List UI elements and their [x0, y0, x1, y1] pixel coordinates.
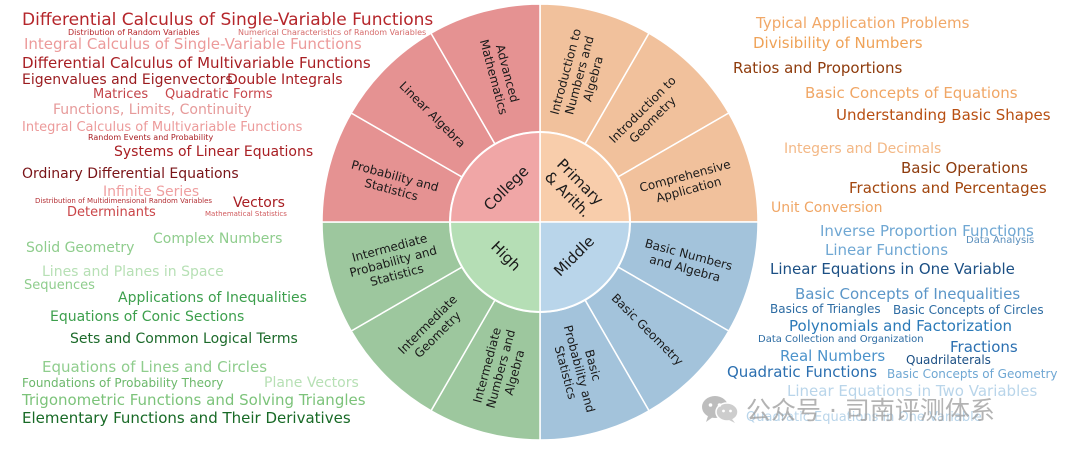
- word-middle-4: Basic Concepts of Inequalities: [795, 285, 1021, 303]
- word-middle-5: Basics of Triangles: [770, 302, 881, 316]
- word-high-1: Complex Numbers: [153, 231, 283, 247]
- word-high-0: Solid Geometry: [26, 240, 135, 256]
- word-college-13: Ordinary Differential Equations: [22, 166, 239, 182]
- word-college-7: Matrices: [93, 87, 149, 102]
- word-college-14: Infinite Series: [103, 184, 200, 200]
- word-college-12: Systems of Linear Equations: [114, 144, 314, 160]
- word-high-8: Foundations of Probability Theory: [22, 376, 224, 390]
- word-middle-14: Linear Equations in Two Variables: [787, 382, 1038, 400]
- word-college-4: Differential Calculus of Multivariable F…: [22, 54, 371, 72]
- word-high-4: Applications of Inequalities: [118, 290, 307, 306]
- word-high-11: Elementary Functions and Their Derivativ…: [22, 409, 351, 427]
- word-primary-5: Integers and Decimals: [784, 141, 942, 157]
- word-primary-6: Basic Operations: [901, 159, 1028, 177]
- word-primary-7: Fractions and Percentages: [849, 179, 1047, 197]
- word-college-9: Functions, Limits, Continuity: [53, 102, 252, 118]
- word-college-0: Differential Calculus of Single-Variable…: [22, 10, 434, 30]
- word-college-10: Integral Calculus of Multivariable Funct…: [22, 120, 303, 135]
- word-high-9: Plane Vectors: [264, 375, 359, 391]
- word-high-7: Equations of Lines and Circles: [42, 358, 268, 376]
- word-college-17: Determinants: [67, 205, 156, 220]
- word-college-2: Numerical Characteristics of Random Vari…: [238, 28, 427, 37]
- word-primary-1: Divisibility of Numbers: [753, 34, 923, 52]
- quadrant-high: IntermediateNumbers andAlgebraIntermedia…: [321, 221, 541, 441]
- word-college-15: Distribution of Multidimensional Random …: [35, 197, 213, 205]
- word-middle-15: Quadratic Equations in One Variable: [746, 410, 982, 425]
- word-middle-2: Data Analysis: [966, 235, 1035, 246]
- word-middle-8: Data Collection and Organization: [758, 334, 924, 345]
- word-primary-8: Unit Conversion: [771, 200, 883, 216]
- word-primary-0: Typical Application Problems: [756, 14, 970, 32]
- word-middle-10: Real Numbers: [780, 347, 886, 365]
- watermark: 公众号 · 司南评测体系: [700, 393, 995, 425]
- word-middle-11: Quadrilaterals: [906, 353, 991, 367]
- wechat-icon: [702, 396, 739, 423]
- word-high-5: Equations of Conic Sections: [50, 309, 245, 325]
- word-college-1: Distribution of Random Variables: [68, 28, 200, 37]
- word-middle-13: Basic Concepts of Geometry: [887, 367, 1058, 381]
- word-middle-9: Fractions: [950, 338, 1018, 356]
- word-primary-2: Ratios and Proportions: [733, 59, 903, 77]
- word-middle-3: Linear Equations in One Variable: [770, 260, 1015, 278]
- word-high-2: Lines and Planes in Space: [42, 264, 224, 280]
- word-college-3: Integral Calculus of Single-Variable Fun…: [24, 35, 362, 53]
- word-high-10: Trigonometric Functions and Solving Tria…: [22, 391, 366, 409]
- word-college-11: Random Events and Probability: [88, 133, 214, 142]
- word-primary-4: Understanding Basic Shapes: [836, 106, 1051, 124]
- word-middle-0: Inverse Proportion Functions: [820, 222, 1034, 240]
- watermark-text: 公众号 · 司南评测体系: [746, 396, 995, 425]
- word-middle-1: Linear Functions: [825, 241, 949, 259]
- word-college-6: Double Integrals: [227, 72, 343, 88]
- word-high-6: Sets and Common Logical Terms: [70, 331, 298, 347]
- word-college-16: Vectors: [233, 195, 285, 211]
- word-middle-6: Basic Concepts of Circles: [893, 303, 1044, 317]
- word-primary-3: Basic Concepts of Equations: [805, 84, 1018, 102]
- word-college-5: Eigenvalues and Eigenvectors: [22, 72, 233, 88]
- word-college-8: Quadratic Forms: [165, 87, 273, 102]
- segment-label-high-0: IntermediateNumbers andAlgebra: [470, 324, 532, 413]
- word-college-18: Mathematical Statistics: [205, 210, 287, 218]
- word-middle-12: Quadratic Functions: [727, 363, 878, 381]
- inner-ring: [449, 131, 631, 313]
- word-middle-7: Polynomials and Factorization: [789, 317, 1013, 335]
- word-high-3: Sequences: [24, 278, 95, 293]
